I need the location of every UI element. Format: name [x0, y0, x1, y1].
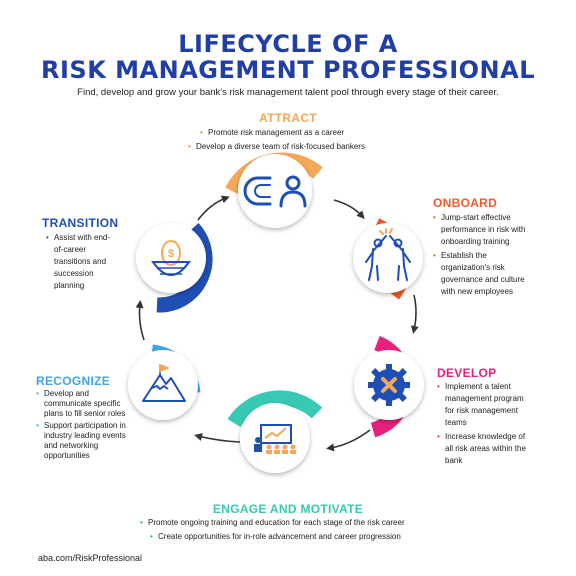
engage-heading: ENGAGE AND MOTIVATE [212, 502, 364, 516]
transition-heading: TRANSITION [42, 216, 119, 230]
transition-bullet-1: •Assist with end-of-career transitions a… [46, 233, 111, 290]
page-title-line-1: LIFECYCLE OF A [178, 30, 398, 58]
attract-list: •Promote risk management as a career •De… [188, 127, 440, 155]
engage-bullet-2: •Create opportunities for in-role advanc… [150, 532, 401, 541]
arrow-transition-attract [197, 195, 230, 221]
attract-bullet-1: •Promote risk management as a career [200, 128, 345, 137]
recognize-bullet-1: •Develop and communicate specific plans … [36, 389, 126, 418]
engage-list: •Promote ongoing training and education … [140, 517, 470, 545]
page-subtitle: Find, develop and grow your bank's risk … [77, 87, 499, 98]
develop-list: •Implement a talent management program f… [437, 381, 532, 469]
transition-circle [136, 223, 206, 293]
engage-arc [227, 390, 323, 428]
engage-bullet-1: •Promote ongoing training and education … [140, 518, 405, 527]
recognize-list: •Develop and communicate specific plans … [36, 389, 128, 463]
onboard-circle [353, 223, 423, 293]
arrow-attract-onboard [333, 199, 365, 219]
gear-icon [368, 364, 410, 406]
transition-list: •Assist with end-of-career transitions a… [46, 232, 118, 294]
magnet-person-icon [243, 175, 307, 208]
attract-circle [238, 154, 312, 228]
arrow-develop-engage [326, 429, 371, 452]
engage-circle [240, 403, 310, 473]
arrow-recognize-transition [135, 300, 145, 341]
nest-egg-dollar: $ [168, 248, 174, 260]
high-five-icon [365, 228, 411, 281]
nest-egg-icon: $ [151, 240, 191, 276]
attract-bullet-2: •Develop a diverse team of risk-focused … [188, 142, 365, 151]
onboard-bullet-2: •Establish the organization's risk gover… [433, 251, 525, 296]
page-title-line-2: RISK MANAGEMENT PROFESSIONAL [41, 56, 535, 84]
recognize-heading: RECOGNIZE [36, 374, 111, 388]
arrow-onboard-develop [410, 294, 419, 334]
presentation-icon [254, 424, 296, 454]
recognize-bullet-2: •Support participation in industry leadi… [36, 421, 126, 460]
onboard-heading: ONBOARD [433, 196, 498, 210]
recognize-circle [128, 350, 198, 420]
arrow-engage-recognize [194, 433, 241, 443]
footer-url[interactable]: aba.com/RiskProfessional [38, 553, 143, 563]
develop-bullet-2: •Increase knowledge of all risk areas wi… [437, 432, 526, 465]
mountain-flag-icon [142, 364, 186, 402]
attract-heading: ATTRACT [259, 111, 317, 125]
onboard-bullet-1: •Jump-start effective performance in ris… [433, 213, 526, 246]
develop-bullet-1: •Implement a talent management program f… [437, 382, 524, 427]
onboard-list: •Jump-start effective performance in ris… [433, 212, 528, 300]
develop-heading: DEVELOP [437, 366, 497, 380]
